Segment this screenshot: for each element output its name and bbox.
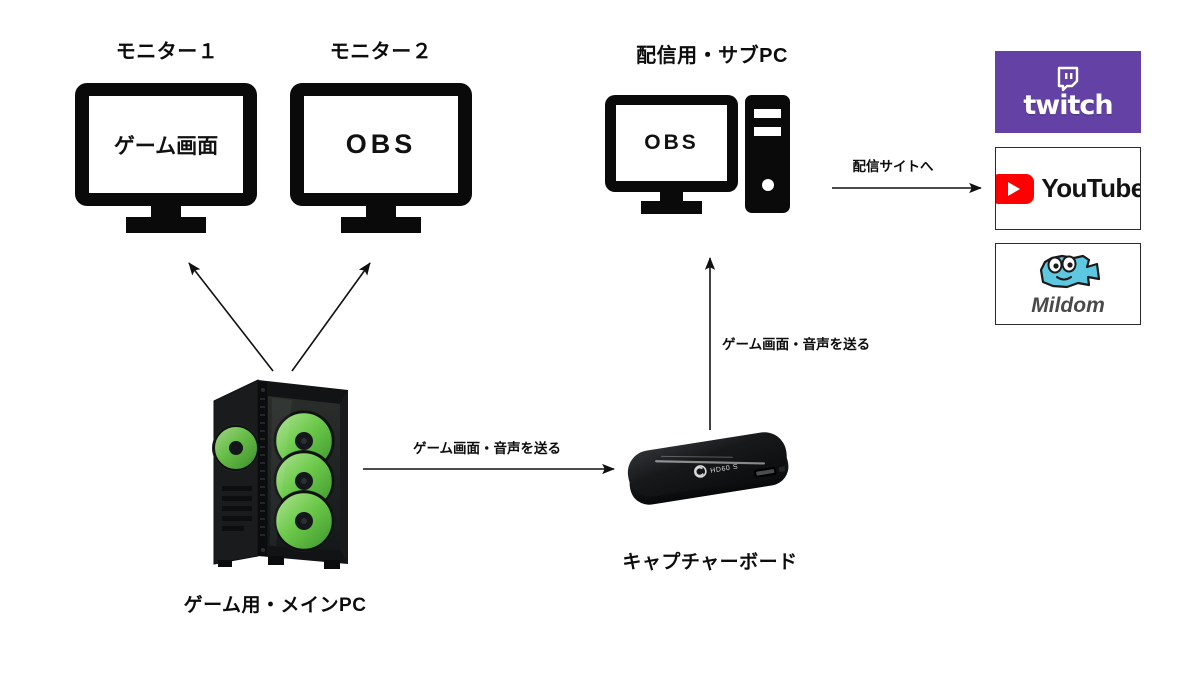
tower-drive-bay-1 [754,109,781,118]
youtube-logo: YouTube [996,173,1141,204]
main-pc-caption: ゲーム用・メインPC [183,595,367,616]
tower-drive-bay-2 [754,127,781,136]
youtube-wordmark: YouTube [1041,173,1141,203]
arrow-mainpc-to-monitor1 [188,262,274,372]
twitch-glitch-icon [1057,66,1079,91]
site-box-youtube[interactable]: YouTube [995,147,1141,230]
subpc-title: 配信用・サブPC [636,45,788,67]
svg-text:HD60 S: HD60 S [710,464,739,475]
twitch-wordmark: twitch [1023,89,1113,121]
mildom-wordmark: Mildom [1031,293,1105,317]
monitor1-title: モニター１ [115,41,219,63]
subpc-tower [745,95,790,213]
monitor2-title: モニター２ [329,41,433,63]
monitor1-stand-base [126,217,206,233]
site-box-twitch[interactable]: twitch [995,51,1141,133]
mildom-logo: Mildom [1031,253,1105,316]
monitor1-screen: ゲーム画面 [89,96,243,193]
subpc-screen-label: OBS [644,131,699,154]
capture-card-caption: キャプチャーボード [622,552,798,573]
arrow-label-subpc-to-sites: 配信サイトへ [852,159,934,174]
monitor2-screen: OBS [304,96,458,193]
arrow-mainpc-to-monitor2 [291,262,371,372]
site-box-mildom[interactable]: Mildom [995,243,1141,325]
mildom-character-icon [1039,254,1101,288]
subpc-stand-base [641,201,702,214]
monitor1: ゲーム画面 [75,83,257,233]
monitor2-screen-label: OBS [345,129,417,159]
monitor1-screen-label: ゲーム画面 [113,134,219,158]
subpc-monitor: OBS [605,95,738,214]
subpc-monitor-screen: OBS [616,105,727,181]
monitor2: OBS [290,83,472,233]
youtube-play-icon [996,173,1035,204]
twitch-logo: twitch [1023,66,1114,121]
main-gaming-pc-tower [212,379,348,569]
monitor2-stand-base [341,217,421,233]
arrow-label-main-to-capture: ゲーム画面・音声を送る [412,441,562,456]
arrow-label-capture-to-subpc: ゲーム画面・音声を送る [722,337,871,352]
capture-card: HD60 S [627,432,789,505]
tower-power-button-icon [762,179,774,191]
